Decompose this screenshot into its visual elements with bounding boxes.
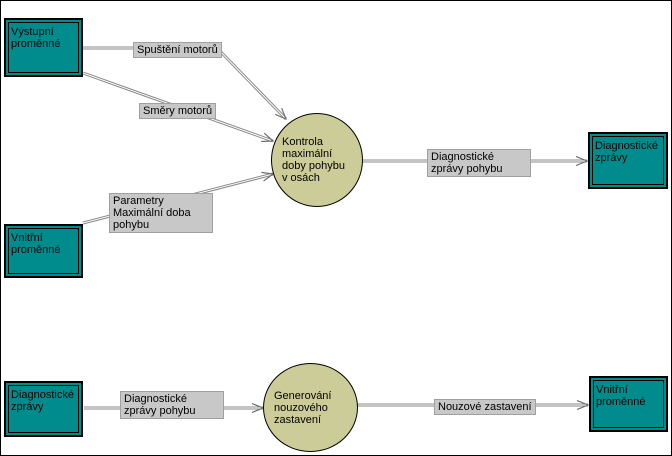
entity-vystupni-promenne-label: Výstupní proměnné <box>11 26 61 50</box>
entity-diagnosticke-zpravy-left-label: Diagnostické zprávy <box>11 389 74 413</box>
process-kontrola[interactable]: Kontrola maximální doby pohybu v osách <box>271 113 363 207</box>
entity-diagnosticke-zpravy-right[interactable]: Diagnostické zprávy <box>588 132 668 189</box>
entity-vnitrni-promenne-bottom[interactable]: Vnitřní proměnné <box>589 376 668 432</box>
flow-label-parametry[interactable]: Parametry Maximální doba pohybu <box>109 193 213 233</box>
process-generovani-label: Generování nouzového zastavení <box>274 389 332 426</box>
entity-vystupni-promenne[interactable]: Výstupní proměnné <box>4 18 83 77</box>
flow-label-diag-out[interactable]: Diagnostické zprávy pohybu <box>427 149 531 177</box>
entity-vnitrni-promenne-bottom-label: Vnitřní proměnné <box>596 384 646 408</box>
entity-diagnosticke-zpravy-right-label: Diagnostické zprávy <box>595 140 658 164</box>
entity-vnitrni-promenne-top[interactable]: Vnitřní proměnné <box>4 224 83 278</box>
flow-label-nouzove[interactable]: Nouzové zastavení <box>434 399 536 415</box>
entity-vnitrni-promenne-top-label: Vnitřní proměnné <box>11 232 61 256</box>
flow-label-diag-in[interactable]: Diagnostické zprávy pohybu <box>120 391 224 419</box>
process-generovani[interactable]: Generování nouzového zastavení <box>263 363 358 452</box>
flow-label-smery-motoru[interactable]: Směry motorů <box>139 103 217 119</box>
entity-diagnosticke-zpravy-left[interactable]: Diagnostické zprávy <box>4 381 83 437</box>
flow-label-spusteni-motoru[interactable]: Spuštění motorů <box>133 42 222 58</box>
process-kontrola-label: Kontrola maximální doby pohybu v osách <box>282 136 345 184</box>
